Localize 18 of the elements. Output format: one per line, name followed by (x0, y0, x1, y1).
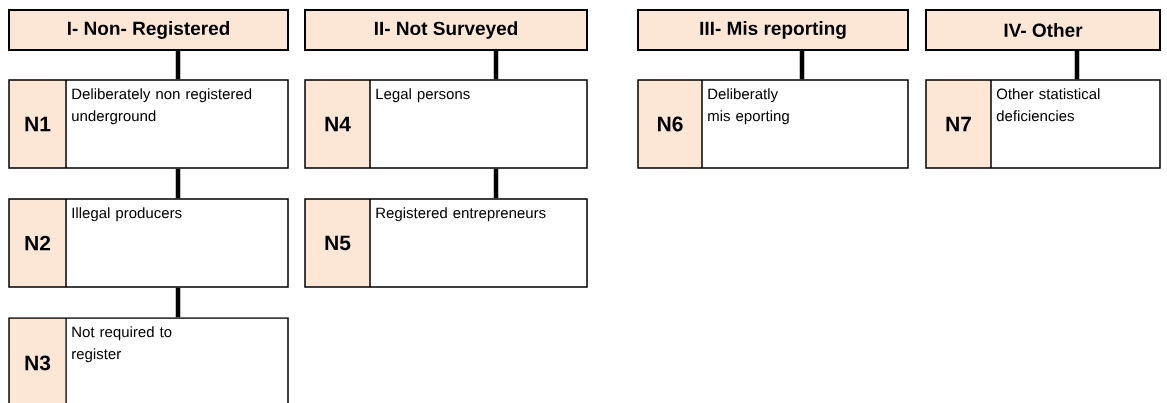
item-box: N3 Not required to register (8, 317, 289, 403)
item-box: N1 Deliberately non registered underground (8, 79, 289, 169)
item-box: N4 Legal persons (304, 79, 588, 169)
category-box: III- Mis reporting (637, 9, 909, 51)
connector-line (175, 51, 181, 80)
connector-line (175, 168, 181, 199)
item-box: N5 Registered entrepreneurs (304, 198, 588, 288)
connector-line (1074, 51, 1080, 80)
connector-line (799, 51, 805, 80)
category-box: I- Non- Registered (8, 9, 289, 51)
item-box: N6 Deliberatly mis eporting (637, 79, 909, 169)
category-box: II- Not Surveyed (304, 9, 588, 51)
item-box: N2 Illegal producers (8, 198, 289, 288)
connector-line (493, 51, 499, 80)
connector-line (493, 168, 499, 199)
item-box: N7 Other statistical deficiencies (925, 79, 1161, 169)
category-box: IV- Other (925, 9, 1161, 51)
connector-line (175, 287, 181, 318)
